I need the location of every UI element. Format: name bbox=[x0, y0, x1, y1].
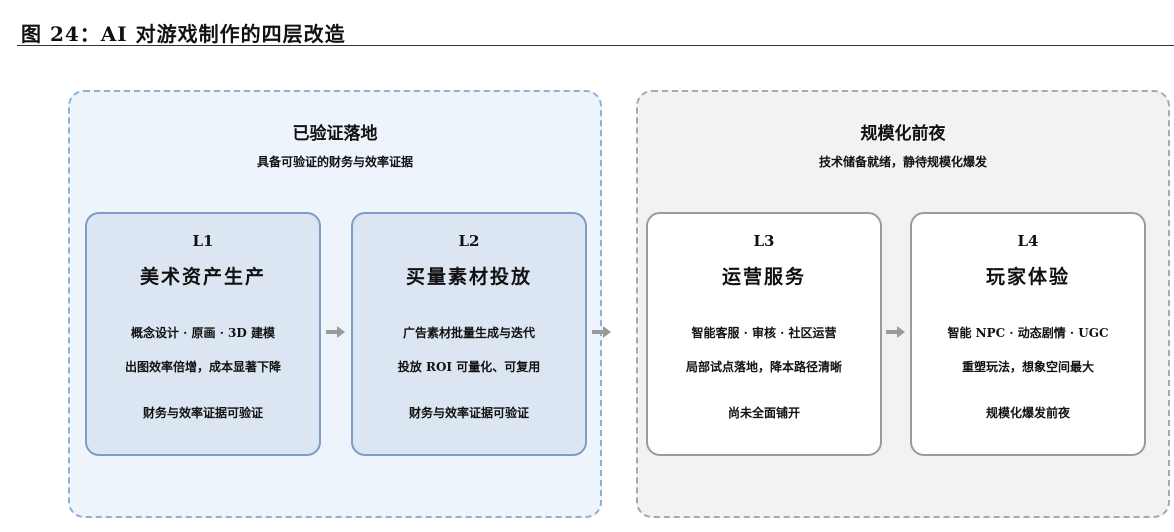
card-line: 投放 ROI 可量化、可复用 bbox=[397, 360, 541, 374]
group-validated: 已验证落地 具备可验证的财务与效率证据 L1 美术资产生产 概念设计 · 原画 … bbox=[68, 90, 602, 518]
arrow-right-icon bbox=[886, 326, 905, 338]
card-line: 智能客服 · 审核 · 社区运营 bbox=[691, 326, 837, 340]
card-name: 玩家体验 bbox=[985, 266, 1070, 288]
group-title: 已验证落地 bbox=[292, 124, 378, 144]
card-line: 广告素材批量生成与迭代 bbox=[402, 326, 535, 340]
title-divider bbox=[17, 45, 1174, 46]
card-line: 重塑玩法，想象空间最大 bbox=[961, 360, 1094, 374]
card-line: 规模化爆发前夜 bbox=[985, 406, 1070, 420]
card-level: L4 bbox=[1017, 232, 1039, 250]
card-l3: L3 运营服务 智能客服 · 审核 · 社区运营 局部试点落地，降本路径清晰 尚… bbox=[646, 212, 882, 456]
card-level: L3 bbox=[753, 232, 775, 250]
card-line: 财务与效率证据可验证 bbox=[142, 406, 263, 420]
card-l4: L4 玩家体验 智能 NPC · 动态剧情 · UGC 重塑玩法，想象空间最大 … bbox=[910, 212, 1146, 456]
card-line: 财务与效率证据可验证 bbox=[408, 406, 529, 420]
group-subtitle: 具备可验证的财务与效率证据 bbox=[256, 155, 413, 169]
arrow-right-icon bbox=[326, 326, 345, 338]
card-level: L2 bbox=[458, 232, 480, 250]
card-name: 运营服务 bbox=[721, 266, 806, 288]
card-name: 美术资产生产 bbox=[139, 266, 266, 288]
group-subtitle: 技术储备就绪，静待规模化爆发 bbox=[818, 155, 987, 169]
card-line: 智能 NPC · 动态剧情 · UGC bbox=[947, 326, 1109, 340]
group-prenight: 规模化前夜 技术储备就绪，静待规模化爆发 L3 运营服务 智能客服 · 审核 ·… bbox=[636, 90, 1170, 518]
figure-title: 图 24：AI 对游戏制作的四层改造 bbox=[21, 22, 346, 46]
card-line: 出图效率倍增，成本显著下降 bbox=[124, 360, 281, 374]
group-title: 规模化前夜 bbox=[860, 124, 946, 144]
card-l2: L2 买量素材投放 广告素材批量生成与迭代 投放 ROI 可量化、可复用 财务与… bbox=[351, 212, 587, 456]
card-line: 概念设计 · 原画 · 3D 建模 bbox=[130, 326, 275, 340]
card-name: 买量素材投放 bbox=[405, 266, 532, 288]
card-l1: L1 美术资产生产 概念设计 · 原画 · 3D 建模 出图效率倍增，成本显著下… bbox=[85, 212, 321, 456]
card-line: 尚未全面铺开 bbox=[727, 406, 800, 420]
card-level: L1 bbox=[192, 232, 214, 250]
arrow-right-icon bbox=[592, 326, 611, 338]
card-line: 局部试点落地，降本路径清晰 bbox=[685, 360, 842, 374]
